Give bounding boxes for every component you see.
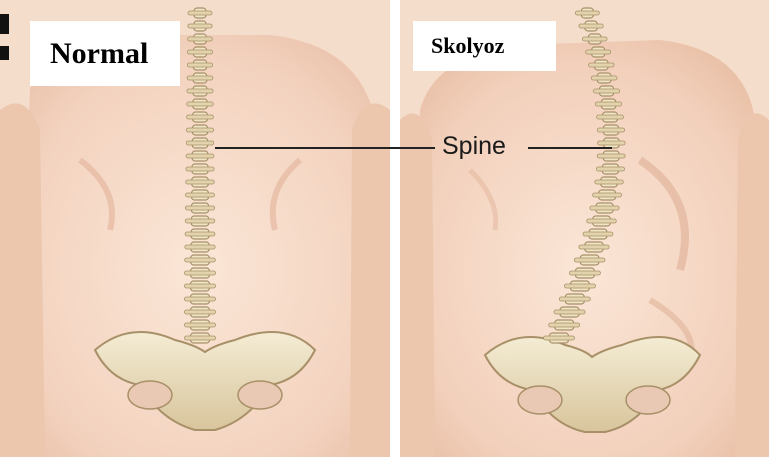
normal-vertebra-process <box>187 63 212 67</box>
scoliosis-vertebra-process <box>595 180 624 184</box>
normal-vertebra-process <box>186 141 214 145</box>
normal-vertebra-process <box>187 50 212 54</box>
scoliosis-vertebra-process <box>583 232 613 236</box>
scoliosis-vertebra-process <box>579 245 609 249</box>
normal-vertebra-process <box>186 167 214 171</box>
normal-vertebra-process <box>188 37 213 41</box>
normal-vertebra-process <box>185 232 215 236</box>
normal-vertebra-process <box>185 271 216 275</box>
stray-mark-bottom <box>0 46 9 60</box>
normal-vertebra-process <box>187 89 213 93</box>
scoliosis-vertebra-process <box>598 141 626 145</box>
scoliosis-vertebra-process <box>569 271 600 275</box>
scoliosis-right-arm <box>735 113 769 457</box>
normal-vertebra-process <box>185 336 216 340</box>
normal-vertebra-process <box>188 24 212 28</box>
scoliosis-vertebra-process <box>582 37 607 41</box>
normal-vertebra-process <box>185 245 215 249</box>
spine-annotation-label: Spine <box>442 132 506 161</box>
scoliosis-vertebra-process <box>579 24 603 28</box>
scoliosis-vertebra-process <box>597 128 624 132</box>
scoliosis-label: Skolyoz <box>413 21 556 71</box>
stray-mark-top <box>0 14 9 34</box>
normal-vertebra-process <box>187 115 214 119</box>
scoliosis-vertebra-process <box>575 11 599 15</box>
left-arm <box>0 103 45 457</box>
scoliosis-vertebra-process <box>543 336 574 340</box>
scoliosis-vertebra-process <box>591 76 617 80</box>
normal-vertebra-process <box>186 193 215 197</box>
scoliosis-vertebra-process <box>554 310 585 314</box>
scoliosis-vertebra-process <box>590 206 619 210</box>
normal-vertebra-process <box>185 297 216 301</box>
scoliosis-vertebra-process <box>549 323 580 327</box>
scoliosis-vertebra-process <box>593 193 622 197</box>
scoliosis-vertebra-process <box>594 89 620 93</box>
normal-vertebra-process <box>188 11 212 15</box>
scoliosis-vertebra-process <box>597 115 624 119</box>
normal-vertebra-process <box>186 154 214 158</box>
normal-vertebra-process <box>185 219 215 223</box>
scoliosis-vertebra-process <box>564 284 595 288</box>
scoliosis-vertebra-process <box>595 102 621 106</box>
normal-vertebra-process <box>185 206 214 210</box>
scoliosis-vertebra-process <box>596 167 624 171</box>
normal-vertebra-process <box>185 258 216 262</box>
scoliosis-left-arm <box>400 113 435 457</box>
scoliosis-vertebra-process <box>587 219 617 223</box>
normal-vertebra-process <box>185 284 216 288</box>
normal-vertebra-process <box>185 323 216 327</box>
scoliosis-vertebra-process <box>559 297 590 301</box>
normal-vertebra-process <box>187 102 213 106</box>
normal-vertebra-process <box>186 128 213 132</box>
scoliosis-vertebra-process <box>574 258 605 262</box>
normal-vertebra-process <box>185 310 216 314</box>
scoliosis-vertebra-process <box>589 63 614 67</box>
right-arm <box>350 103 390 457</box>
scoliosis-vertebra-process <box>597 154 625 158</box>
normal-vertebra-process <box>187 76 213 80</box>
normal-label: Normal <box>30 21 180 86</box>
normal-vertebra-process <box>186 180 215 184</box>
scoliosis-vertebra-process <box>586 50 611 54</box>
